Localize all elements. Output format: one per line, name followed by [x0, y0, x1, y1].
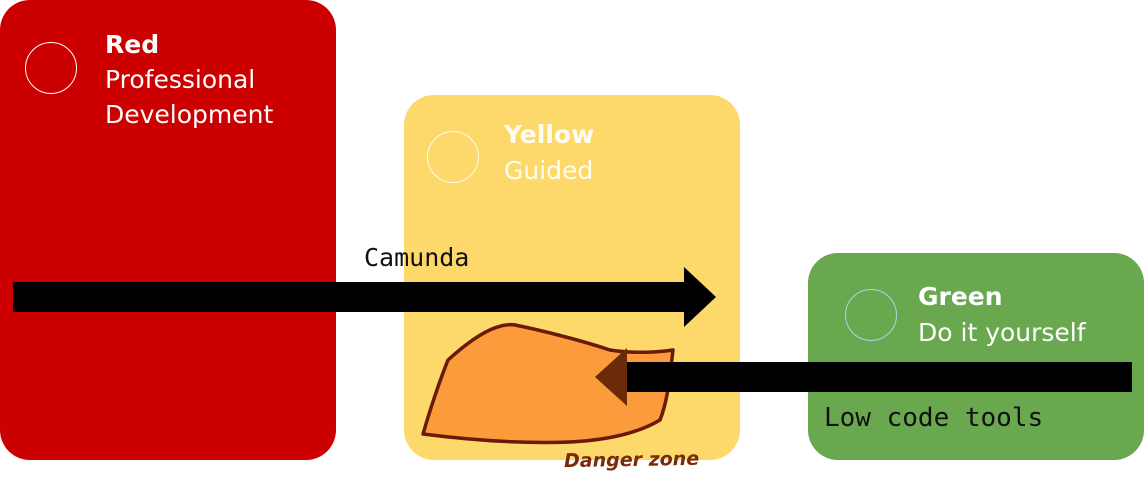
card-title: Green: [918, 282, 1003, 311]
camunda-arrow: [13, 267, 716, 327]
green-card: Green Do it yourself: [808, 253, 1144, 460]
card-subtitle: Guided: [504, 156, 594, 185]
card-subtitle: Do it yourself: [918, 318, 1086, 347]
low-code-label: Low code tools: [824, 403, 1044, 433]
circle-icon: [845, 289, 897, 341]
card-title: Red: [105, 30, 160, 59]
camunda-label: Camunda: [364, 243, 470, 272]
circle-icon: [25, 42, 77, 94]
circle-icon: [427, 131, 479, 183]
card-title: Yellow: [504, 120, 595, 149]
card-subtitle: Professional Development: [105, 65, 274, 129]
red-card: Red Professional Development: [0, 0, 336, 460]
low-code-arrow: [595, 348, 1132, 406]
danger-zone-blob: [421, 323, 675, 445]
danger-zone-label: Danger zone: [563, 447, 700, 473]
